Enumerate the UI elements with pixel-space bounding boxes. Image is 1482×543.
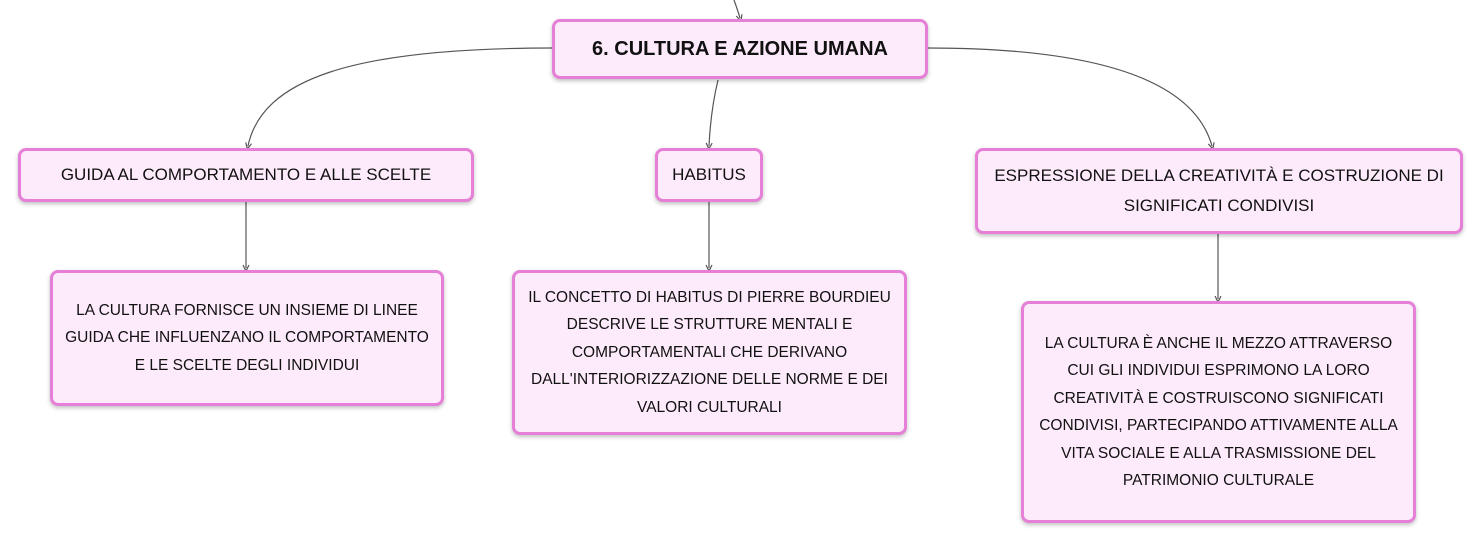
detail-node-espressione[interactable]: LA CULTURA È ANCHE IL MEZZO ATTRAVERSO C… xyxy=(1021,301,1416,523)
branch-label-espressione: ESPRESSIONE DELLA CREATIVITÀ E COSTRUZIO… xyxy=(994,166,1444,215)
branch-node-habitus[interactable]: HABITUS xyxy=(655,148,763,202)
connector-root-to-guida xyxy=(248,47,553,146)
connector-root-to-espressione xyxy=(927,47,1212,146)
root-topic-node[interactable]: 6. CULTURA E AZIONE UMANA xyxy=(552,19,928,79)
detail-text-guida: LA CULTURA FORNISCE UN INSIEME DI LINEE … xyxy=(65,301,429,374)
detail-text-habitus: IL CONCETTO DI HABITUS DI PIERRE BOURDIE… xyxy=(528,288,891,416)
root-topic-label: 6. CULTURA E AZIONE UMANA xyxy=(592,37,888,60)
branch-node-guida[interactable]: GUIDA AL COMPORTAMENTO E ALLE SCELTE xyxy=(18,148,474,202)
branch-label-guida: GUIDA AL COMPORTAMENTO E ALLE SCELTE xyxy=(60,165,432,184)
branch-node-espressione[interactable]: ESPRESSIONE DELLA CREATIVITÀ E COSTRUZIO… xyxy=(975,148,1463,234)
connector-root-to-habitus xyxy=(709,79,719,146)
connector-parent-to-root xyxy=(733,0,740,18)
detail-node-guida[interactable]: LA CULTURA FORNISCE UN INSIEME DI LINEE … xyxy=(50,270,444,406)
detail-node-habitus[interactable]: IL CONCETTO DI HABITUS DI PIERRE BOURDIE… xyxy=(512,270,907,435)
branch-label-habitus: HABITUS xyxy=(672,165,746,184)
detail-text-espressione: LA CULTURA È ANCHE IL MEZZO ATTRAVERSO C… xyxy=(1039,334,1398,490)
